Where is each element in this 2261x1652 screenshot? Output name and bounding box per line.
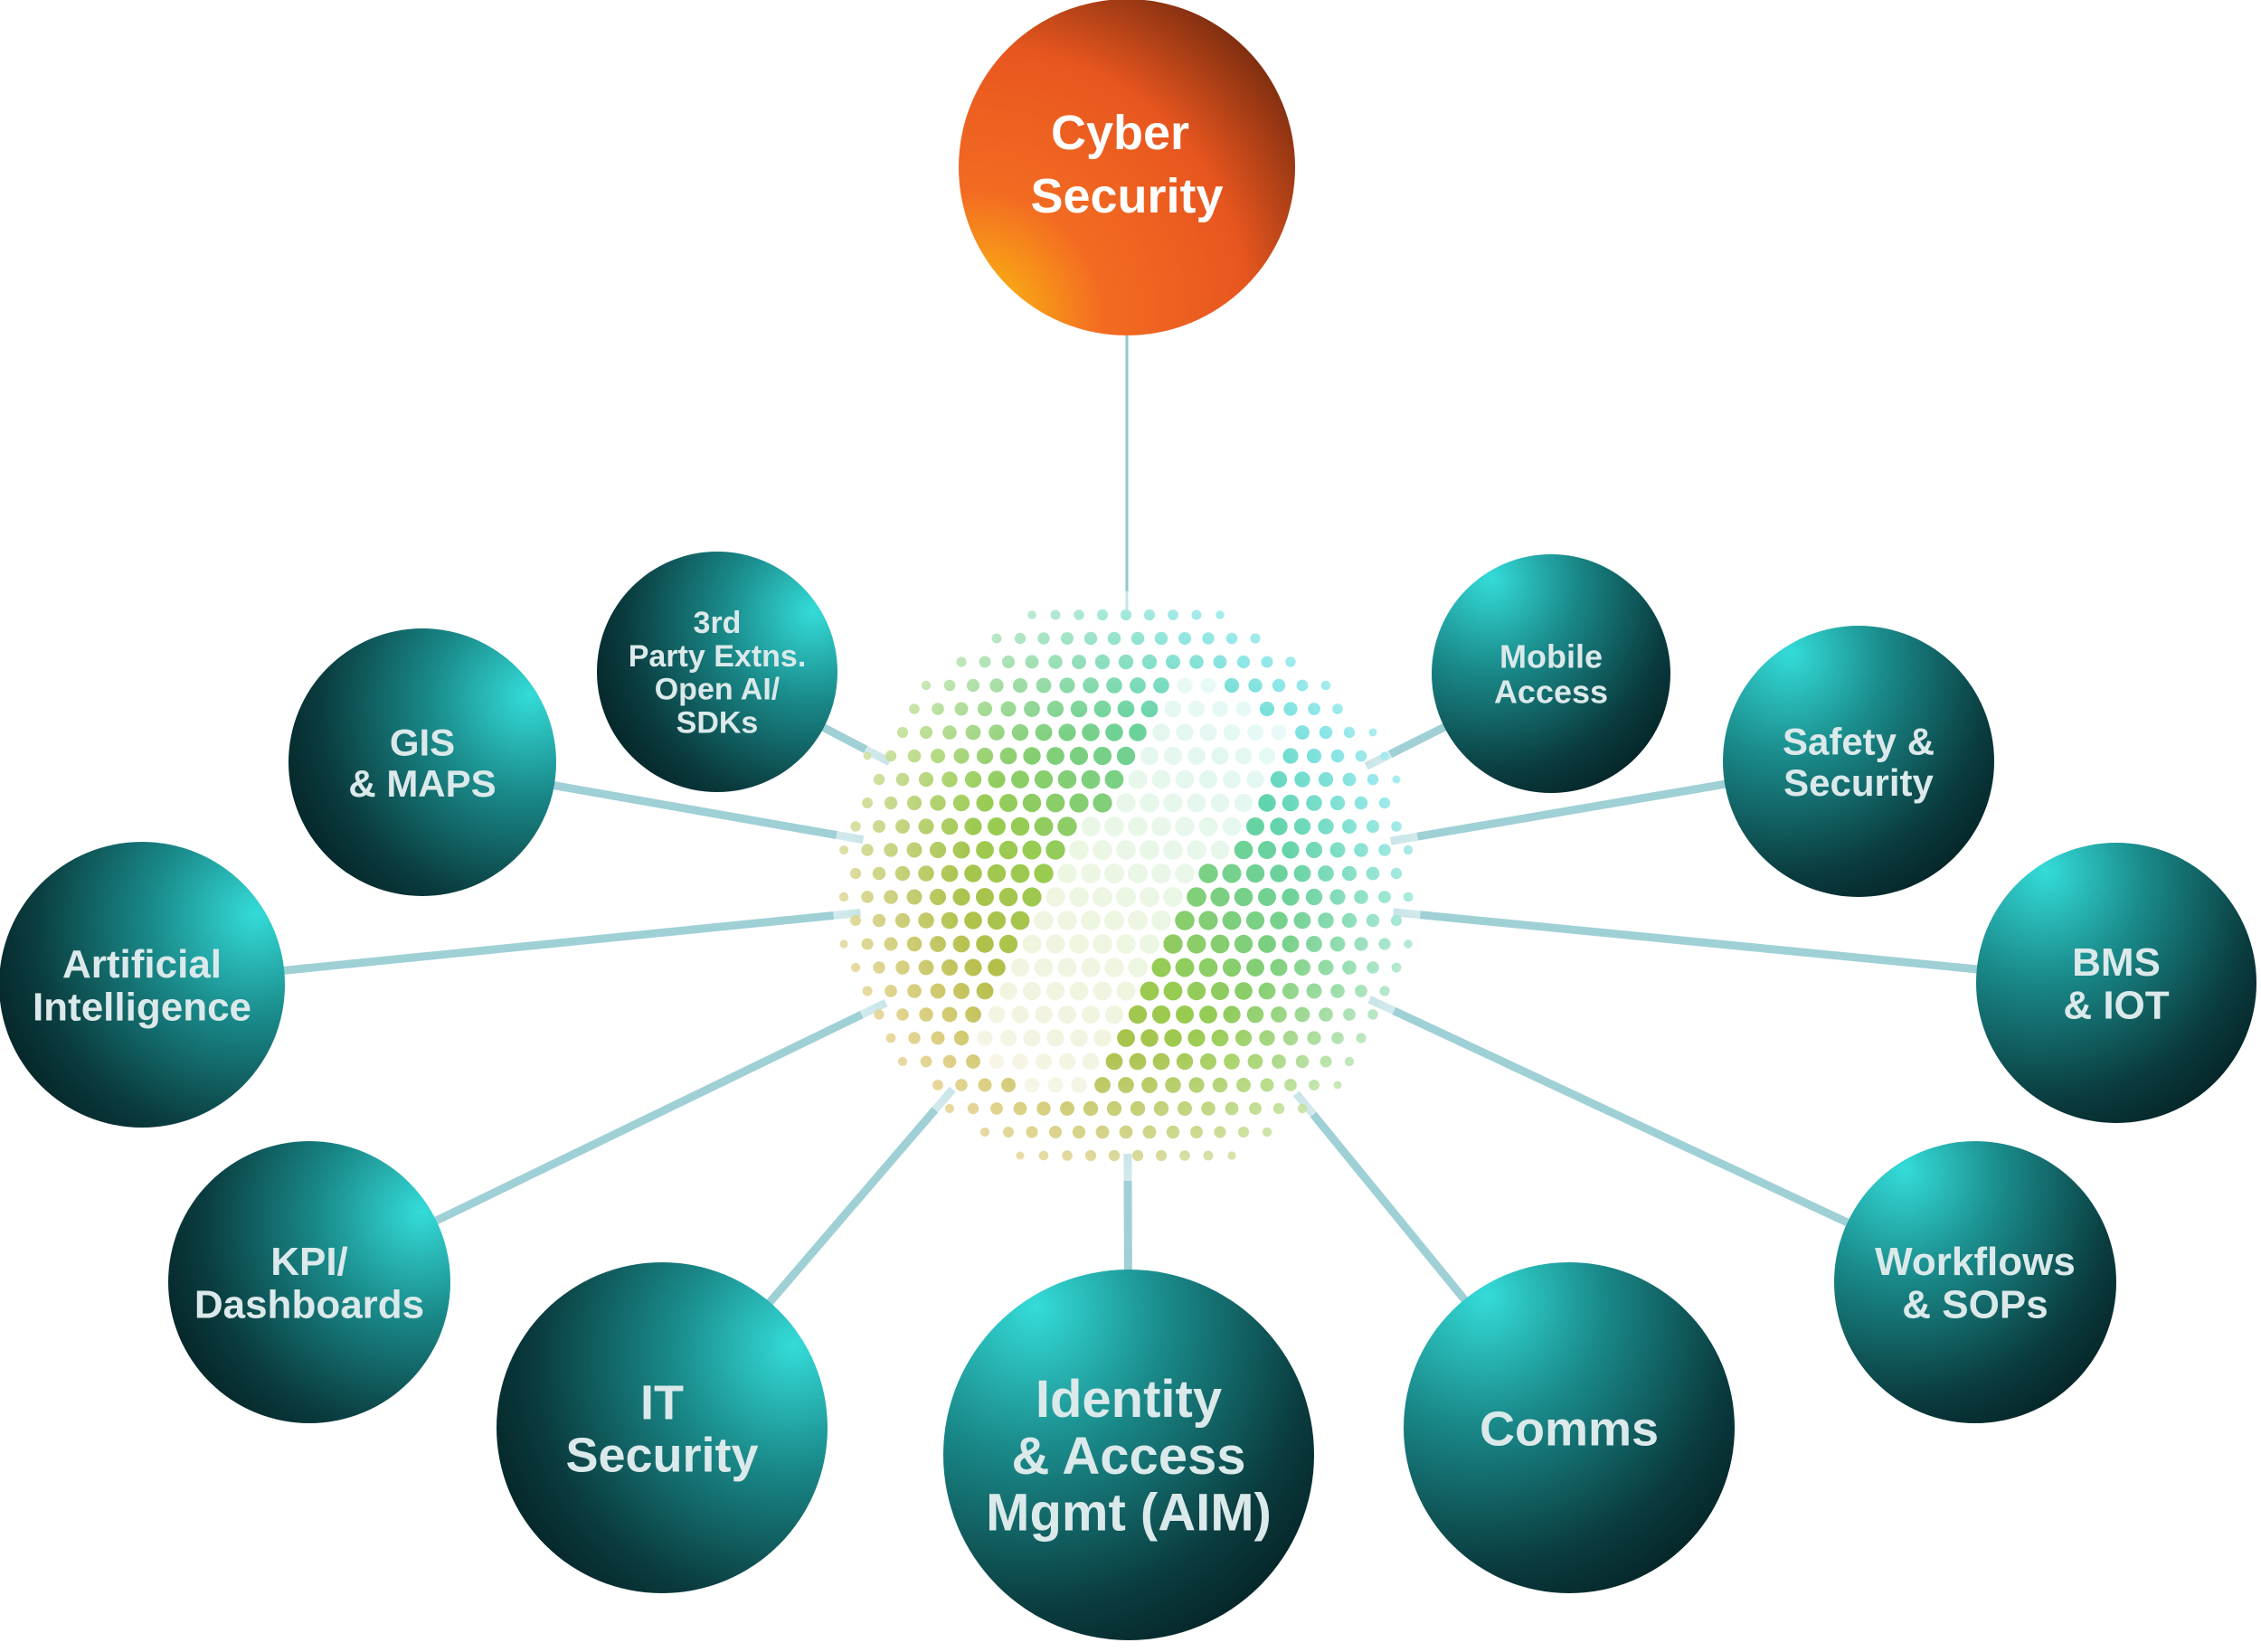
connector-line bbox=[282, 912, 860, 970]
node-safety-security: Safety &Security bbox=[1723, 626, 1994, 897]
node-label-line: Security bbox=[565, 1429, 758, 1483]
node-label-line: Safety & bbox=[1783, 720, 1935, 762]
node-label: BMS& IOT bbox=[2063, 940, 2169, 1028]
node-label-line: & Access bbox=[1011, 1427, 1245, 1486]
node-label-line: KPI/ bbox=[270, 1240, 348, 1284]
node-label-line: & IOT bbox=[2063, 984, 2169, 1028]
node-label-line: Open AI/ bbox=[655, 673, 780, 707]
node-label-line: Party Extns. bbox=[629, 639, 807, 674]
hub-circle bbox=[959, 0, 1295, 335]
globe-graphic bbox=[832, 591, 1422, 1181]
node-label-line: Dashboards bbox=[194, 1283, 424, 1327]
node-gis-maps: GIS& MAPS bbox=[289, 628, 556, 896]
hub-label-line: Cyber bbox=[1051, 106, 1189, 160]
node-label-line: Artificial bbox=[62, 942, 222, 986]
node-label-line: Comms bbox=[1480, 1402, 1659, 1456]
node-label-line: Workflows bbox=[1875, 1240, 2076, 1284]
cyber-security-hub: Cyber Security bbox=[959, 0, 1295, 335]
globe-shading bbox=[832, 591, 1422, 1181]
node-label-line: Security bbox=[1783, 761, 1934, 804]
node-label-line: Mgmt (AIM) bbox=[986, 1484, 1272, 1543]
node-label: Workflows& SOPs bbox=[1875, 1240, 2076, 1327]
node-label-line: SDKs bbox=[676, 705, 759, 740]
node-label-line: Access bbox=[1494, 673, 1608, 710]
node-label-line: Intelligence bbox=[33, 986, 251, 1030]
node-label-line: IT bbox=[640, 1375, 684, 1430]
node-bms-iot: BMS& IOT bbox=[1976, 843, 2256, 1123]
node-label-line: & SOPs bbox=[1902, 1283, 2048, 1327]
node-label-line: & MAPS bbox=[348, 762, 496, 805]
connector-line bbox=[769, 1090, 952, 1304]
node-label-line: GIS bbox=[390, 721, 455, 763]
node-label-line: Mobile bbox=[1499, 638, 1603, 675]
node-comms: Comms bbox=[1404, 1262, 1735, 1593]
connector-line bbox=[1394, 912, 1979, 969]
connector-line bbox=[553, 785, 864, 839]
node-label: Comms bbox=[1480, 1402, 1659, 1456]
node-kpi-dashboards: KPI/Dashboards bbox=[168, 1141, 450, 1423]
node-label-line: 3rd bbox=[694, 606, 742, 640]
node-workflows-sops: Workflows& SOPs bbox=[1834, 1141, 2116, 1423]
connector-line bbox=[1369, 999, 1849, 1223]
hub-label-line: Security bbox=[1030, 169, 1223, 223]
connector-line bbox=[1296, 1093, 1465, 1300]
node-label-line: Identity bbox=[1036, 1370, 1222, 1429]
node-label-line: BMS bbox=[2072, 940, 2161, 985]
connector-line bbox=[435, 1003, 886, 1222]
node-label: Safety &Security bbox=[1783, 720, 1935, 803]
